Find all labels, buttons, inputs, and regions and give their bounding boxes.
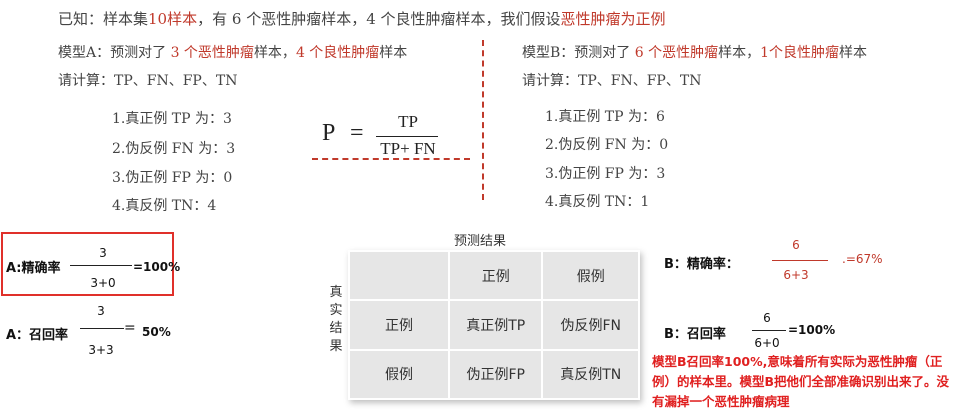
highlight: 6 个恶性肿瘤 bbox=[630, 45, 719, 61]
model-a-description: 模型A：预测对了 3 个恶性肿瘤样本，4 个良性肿瘤样本 bbox=[58, 42, 407, 62]
statement-part: ，有 6 个恶性肿瘤样本，4 个良性肿瘤样本，我们假设 bbox=[197, 10, 561, 28]
a-precision-label: A:精确率 bbox=[6, 261, 61, 276]
model-a-tn: 4.真反例 TN：4 bbox=[112, 198, 217, 214]
actual-char: 结 bbox=[329, 321, 343, 336]
model-b-tn: 4.真反例 TN：1 bbox=[545, 194, 650, 210]
statement-highlight-positive: 恶性肿瘤为正例 bbox=[560, 10, 666, 28]
b-precision-numerator: 6 bbox=[792, 238, 800, 252]
formula-fraction-bar bbox=[376, 136, 438, 137]
b-precision-result: .=67% bbox=[842, 252, 883, 266]
model-b-fp: 3.伪正例 FP 为：3 bbox=[545, 166, 666, 182]
a-precision-highlight-box bbox=[1, 232, 174, 296]
b-precision-label: B：精确率： bbox=[664, 257, 739, 272]
text: 样本 bbox=[839, 45, 868, 61]
matrix-row: 假例 伪正例FP 真反例TN bbox=[348, 348, 640, 401]
matrix-cell-fn: 伪反例FN bbox=[541, 299, 640, 351]
actual-char: 果 bbox=[329, 339, 343, 354]
text: 样本 bbox=[379, 45, 408, 61]
b-precision-denominator: 6+3 bbox=[783, 268, 809, 282]
confusion-matrix-table: 正例 假例 正例 真正例TP 伪反例FN 假例 伪正例FP 真反例TN bbox=[348, 249, 640, 401]
a-recall-result: 50% bbox=[142, 325, 171, 339]
vertical-divider bbox=[482, 40, 484, 200]
matrix-col-header: 正例 bbox=[447, 249, 544, 302]
matrix-col-header: 假例 bbox=[541, 249, 640, 302]
a-precision-bar bbox=[70, 265, 132, 266]
b-recall-label: B：召回率 bbox=[664, 327, 726, 342]
matrix-row-header: 假例 bbox=[348, 348, 450, 401]
highlight: 3 个恶性肿瘤 bbox=[166, 45, 254, 61]
model-a-fn: 2.伪反例 FN 为：3 bbox=[112, 141, 236, 157]
model-a-fp: 3.伪正例 FP 为：0 bbox=[112, 170, 233, 186]
b-recall-denominator: 6+0 bbox=[754, 336, 780, 350]
formula-underline bbox=[312, 158, 470, 160]
formula-numerator: TP bbox=[398, 112, 418, 131]
matrix-predicted-label: 预测结果 bbox=[454, 234, 507, 249]
matrix-row: 正例 真正例TP 伪反例FN bbox=[348, 299, 640, 351]
model-a-tp: 1.真正例 TP 为：3 bbox=[112, 111, 232, 127]
matrix-row-header: 正例 bbox=[348, 299, 450, 351]
a-recall-label: A：召回率 bbox=[6, 328, 69, 343]
statement-part: 已知：样本集 bbox=[58, 10, 149, 28]
confusion-matrix: 正例 假例 正例 真正例TP 伪反例FN 假例 伪正例FP 真反例TN bbox=[348, 249, 640, 401]
matrix-cell-fp: 伪正例FP bbox=[447, 348, 544, 401]
b-recall-numerator: 6 bbox=[763, 311, 771, 325]
a-recall-equals: = bbox=[124, 320, 136, 336]
model-b-description: 模型B：预测对了 6 个恶性肿瘤样本，1个良性肿瘤样本 bbox=[522, 42, 867, 62]
highlight: 4 个良性肿瘤 bbox=[295, 45, 380, 61]
a-precision-denominator: 3+0 bbox=[90, 276, 116, 290]
a-recall-bar bbox=[80, 328, 124, 329]
b-precision-bar bbox=[772, 260, 828, 261]
model-b-task: 请计算：TP、FN、FP、TN bbox=[522, 73, 702, 89]
matrix-header-row: 正例 假例 bbox=[348, 249, 640, 302]
text: 模型A：预测对了 bbox=[58, 45, 167, 61]
a-recall-denominator: 3+3 bbox=[88, 343, 114, 357]
text: 样本， bbox=[718, 45, 761, 61]
model-b-tp: 1.真正例 TP 为：6 bbox=[545, 109, 665, 125]
problem-statement: 已知：样本集10样本，有 6 个恶性肿瘤样本，4 个良性肿瘤样本，我们假设恶性肿… bbox=[58, 8, 666, 29]
matrix-corner bbox=[348, 249, 450, 302]
b-recall-result: =100% bbox=[788, 323, 836, 337]
a-precision-numerator: 3 bbox=[99, 246, 107, 260]
b-recall-bar bbox=[752, 330, 786, 331]
matrix-actual-label: 真 实 结 果 bbox=[328, 284, 344, 356]
highlight: 1个良性肿瘤 bbox=[760, 45, 840, 61]
a-precision-result: =100% bbox=[133, 260, 181, 274]
model-b-fn: 2.伪反例 FN 为：0 bbox=[545, 137, 669, 153]
actual-char: 真 bbox=[329, 285, 343, 300]
statement-highlight-samples: 10样本 bbox=[148, 10, 198, 28]
a-recall-numerator: 3 bbox=[97, 304, 105, 318]
formula-lhs: P bbox=[322, 120, 336, 146]
text: 模型B：预测对了 bbox=[522, 45, 631, 61]
matrix-cell-tp: 真正例TP bbox=[447, 299, 544, 351]
matrix-cell-tn: 真反例TN bbox=[541, 348, 640, 401]
model-a-task: 请计算：TP、FN、FP、TN bbox=[58, 73, 238, 89]
formula-denominator: TP+ FN bbox=[380, 139, 436, 158]
formula-equals: = bbox=[350, 120, 364, 146]
text: 样本， bbox=[253, 45, 296, 61]
actual-char: 实 bbox=[329, 303, 343, 318]
model-b-recall-note: 模型B召回率100%,意味着所有实际为恶性肿瘤（正例）的样本里。模型B把他们全部… bbox=[652, 354, 950, 409]
